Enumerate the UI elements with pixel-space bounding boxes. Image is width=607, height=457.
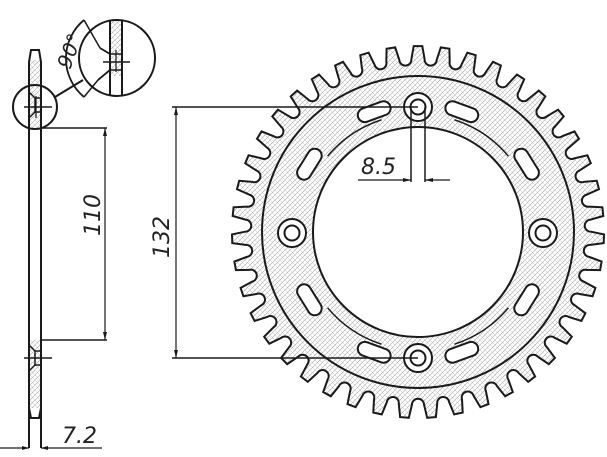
bolt-hole-inner bbox=[283, 224, 301, 242]
sprocket-front-view bbox=[230, 45, 606, 419]
bore-circle bbox=[312, 126, 524, 338]
angle-label: 90° bbox=[52, 30, 87, 72]
lightening-slot bbox=[444, 100, 480, 124]
web-arc-line bbox=[327, 307, 382, 345]
bolt-hole-outer bbox=[528, 218, 558, 248]
lightening-slot bbox=[296, 147, 323, 181]
detail-circle-small bbox=[12, 84, 58, 130]
lightening-slot bbox=[296, 283, 323, 317]
dimension-132 bbox=[172, 106, 418, 359]
lightening-slot bbox=[444, 340, 480, 364]
bolt-hole-outer bbox=[277, 218, 307, 248]
dimension-110-label: 110 bbox=[81, 194, 106, 236]
root-ring-circle bbox=[261, 75, 575, 389]
dimension-132-label: 132 bbox=[150, 216, 175, 258]
lightening-slot bbox=[513, 283, 540, 317]
detail-circle-large bbox=[78, 19, 156, 97]
lightening-slot bbox=[513, 147, 540, 181]
bolt-hole-inner bbox=[534, 224, 552, 242]
dimension-8-5-label: 8.5 bbox=[361, 155, 396, 180]
web-arc-line bbox=[454, 307, 509, 345]
dimension-8-5 bbox=[358, 107, 450, 182]
side-view bbox=[0, 19, 156, 450]
web-arc-line bbox=[327, 119, 382, 157]
web-arc-line bbox=[454, 119, 509, 157]
dimension-7-2-label: 7.2 bbox=[62, 424, 97, 449]
